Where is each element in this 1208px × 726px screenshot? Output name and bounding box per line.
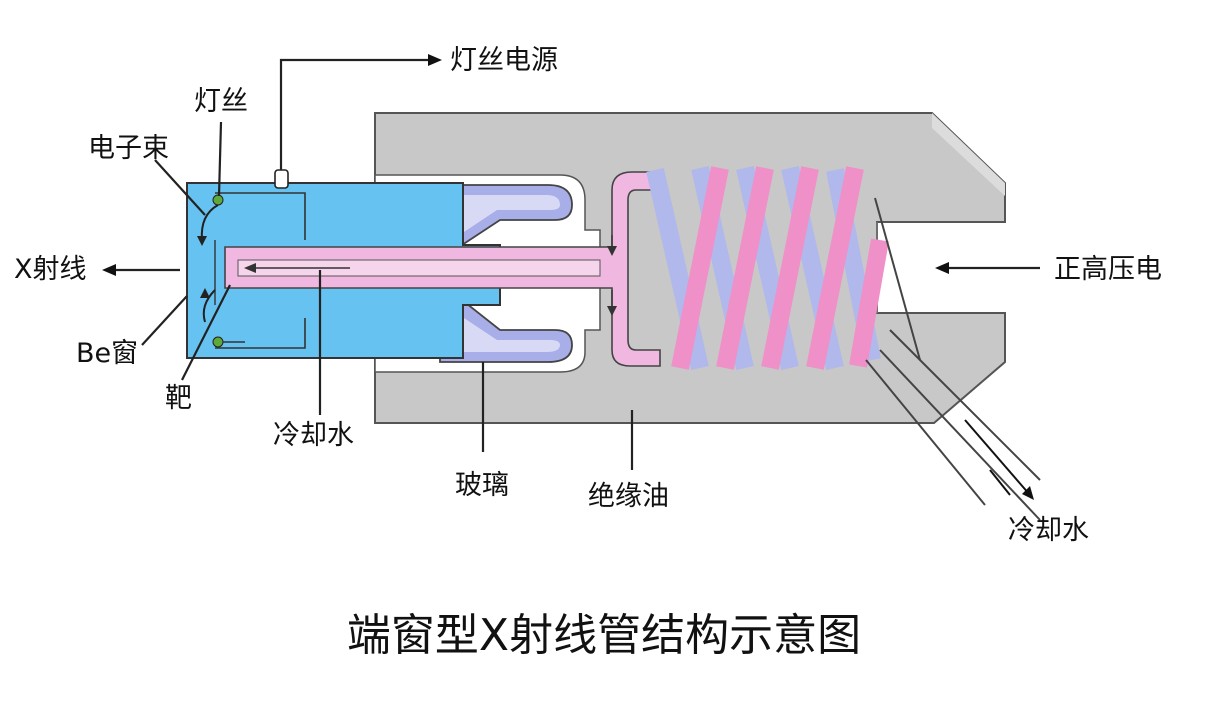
label-positive-high-voltage: 正高压电	[1054, 254, 1162, 285]
label-electron-beam: 电子束	[88, 133, 169, 164]
cooling-coil	[646, 166, 889, 370]
filament-connector	[274, 169, 289, 189]
label-target: 靶	[165, 383, 192, 414]
label-be-window: Be窗	[76, 338, 138, 369]
label-cooling-water-inner: 冷却水	[273, 420, 354, 451]
label-insulating-oil: 绝缘油	[588, 481, 669, 512]
diagram-title: 端窗型X射线管结构示意图	[347, 610, 861, 661]
label-filament: 灯丝	[194, 86, 248, 117]
housing-edge	[932, 113, 1005, 196]
filament-dot-top	[212, 194, 224, 206]
label-cooling-water-outer: 冷却水	[1008, 515, 1089, 546]
filament-dot-bottom	[212, 336, 224, 348]
label-filament-power: 灯丝电源	[450, 45, 558, 76]
label-glass: 玻璃	[455, 470, 509, 501]
label-xray: X射线	[14, 254, 87, 285]
